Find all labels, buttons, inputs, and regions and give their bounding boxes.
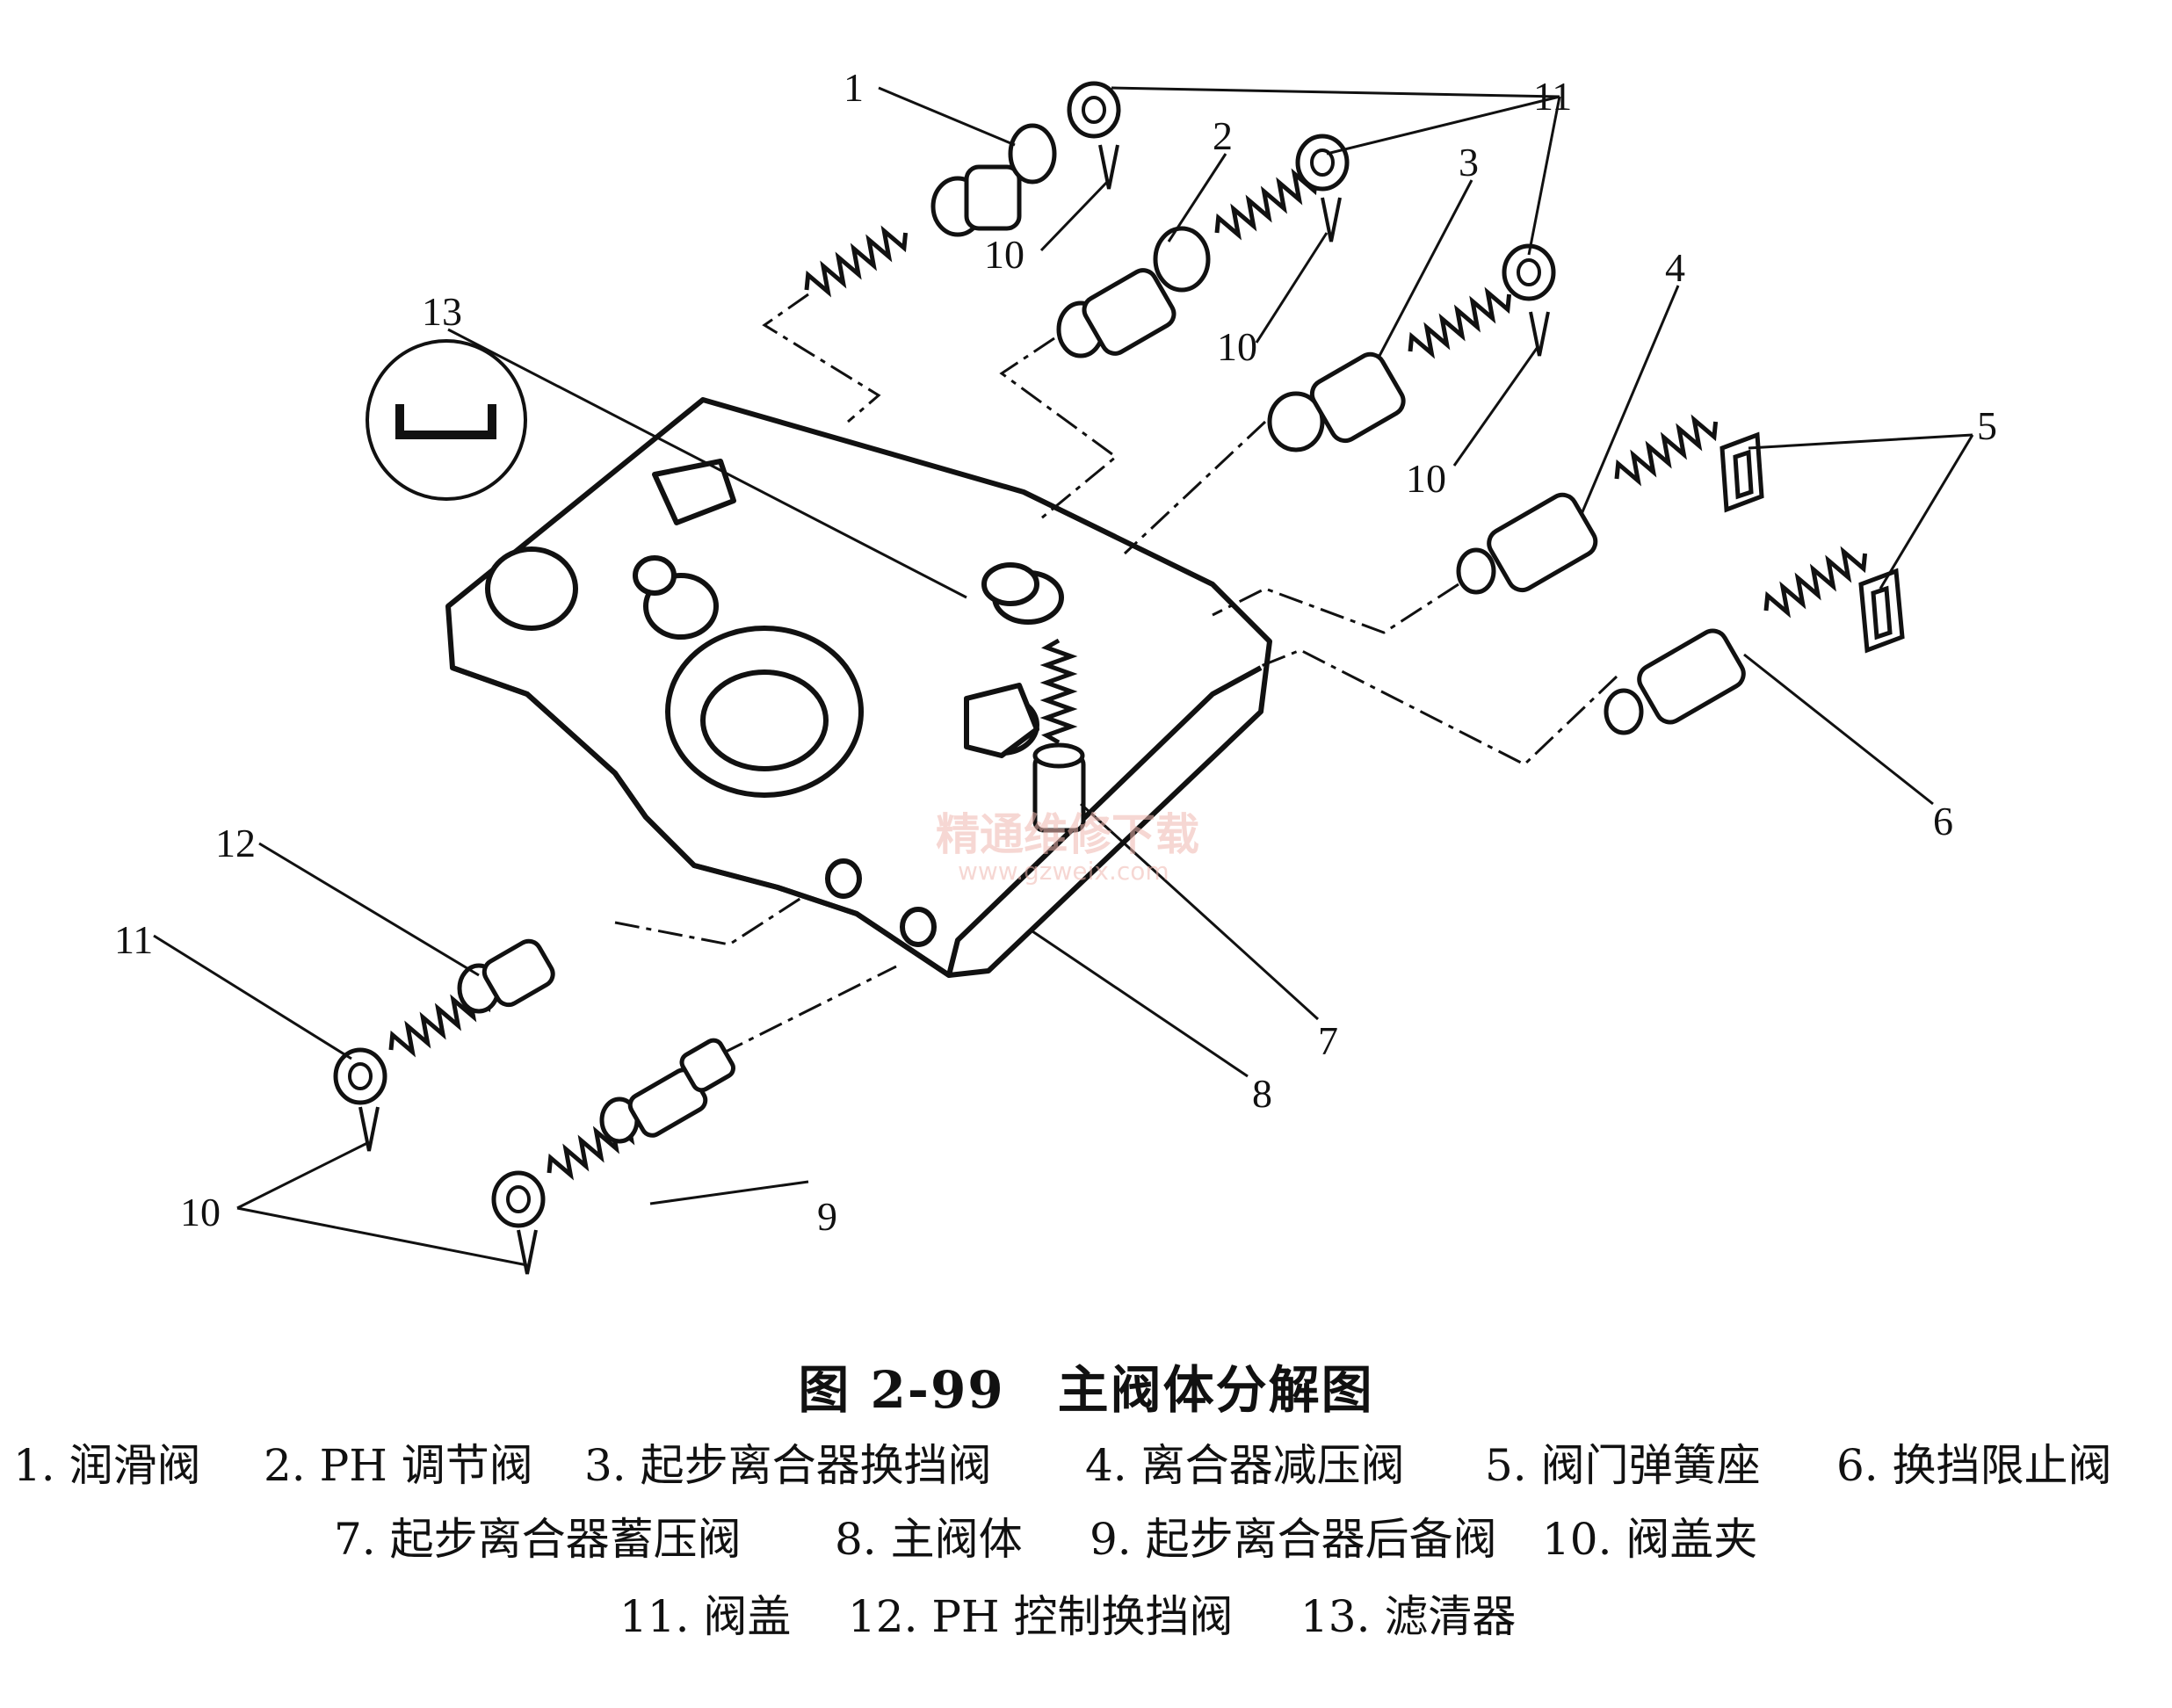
callout-4: 4 [1665,245,1685,290]
start-clutch-shift-valve [1267,246,1553,452]
legend-item-5: 5. 阀门弹簧座 [1485,1440,1761,1491]
callout-3: 3 [1459,140,1479,185]
watermark-url: www.gzweix.com [958,857,1169,886]
callout-10-b: 10 [1217,324,1257,369]
callout-12: 12 [215,821,256,865]
legend-item-6: 6. 换挡限止阀 [1836,1440,2112,1491]
figure-caption: 图 2-99 主阀体分解图 [798,1360,1374,1420]
callout-2: 2 [1213,113,1233,158]
start-clutch-backup-valve [494,1038,735,1274]
callout-labels: 1 2 3 4 5 6 7 8 9 10 10 10 10 11 11 12 1… [114,65,1997,1239]
callout-7: 7 [1318,1018,1338,1063]
assembly-lines [614,293,1618,1056]
legend-item-12: 12. PH 控制换挡阀 [848,1591,1234,1642]
callout-13: 13 [422,289,462,334]
legend-item-3: 3. 起步离合器换挡阀 [584,1440,992,1491]
clutch-reducing-valve [1456,411,1764,595]
lubrication-valve [800,83,1119,300]
callout-6: 6 [1933,799,1953,843]
start-clutch-accumulator [1032,638,1086,833]
callout-8: 8 [1252,1071,1272,1116]
exploded-view-diagram: 1 2 3 4 5 6 7 8 9 10 10 10 10 11 11 12 1… [114,65,1997,1344]
legend-item-7: 7. 起步离合器蓄压阀 [334,1514,742,1565]
callout-10-a: 10 [984,232,1024,277]
ph-regulator-valve [1056,136,1347,358]
legend-item-11: 11. 阀盖 [619,1591,792,1642]
callout-10-c: 10 [1406,456,1446,501]
callout-10-d: 10 [180,1190,221,1234]
legend-item-9: 9. 起步离合器后备阀 [1090,1514,1497,1565]
legend-item-10: 10. 阀盖夹 [1542,1514,1758,1565]
ph-control-shift-valve [336,938,555,1151]
watermark-text: 精通维修下载 [936,809,1199,860]
leader-lines [153,86,1974,1267]
legend-item-4: 4. 离合器减压阀 [1085,1440,1405,1491]
callout-5: 5 [1977,403,1997,448]
legend-item-13: 13. 滤清器 [1300,1591,1517,1642]
shift-limit-valve [1604,543,1905,735]
callout-11-b: 11 [114,917,153,962]
main-valve-body [445,397,1272,978]
legend-item-8: 8. 主阀体 [835,1514,1023,1565]
legend-item-2: 2. PH 调节阀 [264,1440,533,1491]
callout-1: 1 [843,65,864,110]
callout-11-a: 11 [1533,74,1572,119]
legend-item-1: 1. 润滑阀 [13,1440,201,1491]
callout-9: 9 [817,1194,837,1239]
filter-inset [366,339,1039,606]
